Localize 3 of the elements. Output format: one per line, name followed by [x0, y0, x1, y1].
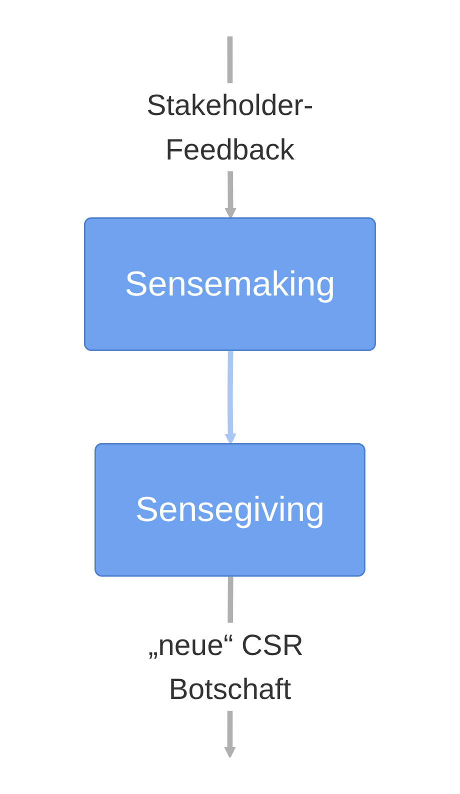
- arrow: [224, 350, 236, 445]
- edge-label: „neue“ CSR Botschaft: [148, 628, 304, 706]
- edge-label: Stakeholder-Feedback: [146, 88, 314, 166]
